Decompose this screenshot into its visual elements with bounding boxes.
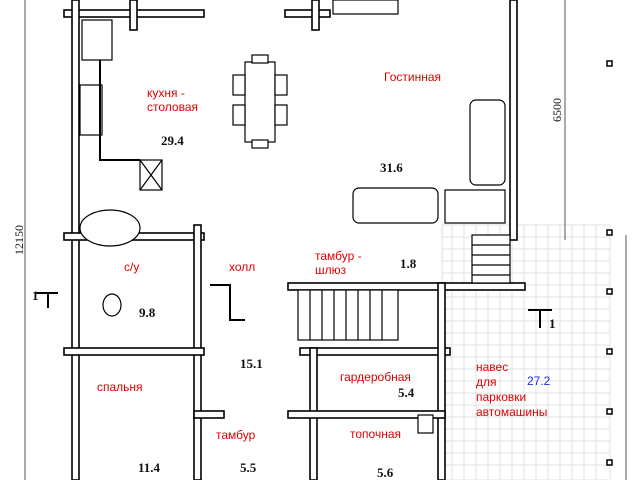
room-area-living: 31.6 (380, 160, 403, 175)
dimension-living-height: 6500 (550, 98, 564, 122)
room-label-bathroom: с/у (124, 260, 140, 274)
room-label-kitchen-2: столовая (147, 100, 198, 114)
room-area-boiler: 5.6 (377, 465, 394, 480)
section-mark-right: 1 (549, 316, 556, 331)
room-label-wardrobe: гардеробная (340, 370, 411, 384)
room-label-airlock-2: шлюз (315, 263, 347, 277)
stairs (471, 234, 511, 284)
sofa (469, 99, 506, 186)
dimension-overall-height: 12150 (12, 225, 26, 255)
room-label-kitchen-1: кухня - (147, 86, 185, 100)
sink (81, 19, 113, 61)
walls (63, 0, 526, 480)
stove (79, 84, 103, 136)
sofa (352, 187, 439, 224)
room-area-bedroom: 11.4 (138, 460, 161, 475)
room-area-carport: 27.2 (527, 374, 551, 388)
dimension-lines (24, 0, 627, 480)
table (444, 189, 506, 224)
bathtub (79, 209, 141, 247)
room-area-bathroom: 9.8 (139, 305, 156, 320)
furniture (79, 0, 511, 434)
room-label-hall: холл (229, 260, 256, 274)
carport-posts (606, 60, 613, 466)
partition-lines (99, 60, 245, 321)
room-area-hall: 15.1 (240, 356, 263, 371)
room-label-airlock-1: тамбур - (315, 249, 362, 263)
room-label-boiler: топочная (350, 427, 401, 441)
room-area-wardrobe: 5.4 (398, 385, 415, 400)
section-marks (35, 292, 552, 328)
dining-table (244, 61, 276, 143)
toilet (102, 293, 122, 317)
room-label-carport-2: для (476, 375, 497, 389)
room-area-airlock: 1.8 (400, 256, 417, 271)
room-label-vestibule: тамбур (216, 428, 256, 442)
room-area-vestibule: 5.5 (240, 460, 257, 475)
stairs (297, 289, 399, 341)
room-label-living: Гостинная (384, 70, 441, 84)
room-label-bedroom: спальня (97, 380, 143, 394)
room-area-kitchen: 29.4 (161, 133, 184, 148)
room-label-carport-4: автомашины (476, 405, 548, 419)
room-label-carport-1: навес (476, 360, 509, 374)
section-mark-left: 1 (32, 288, 39, 303)
carport-grid (441, 224, 611, 480)
room-label-carport-3: парковки (476, 390, 527, 404)
